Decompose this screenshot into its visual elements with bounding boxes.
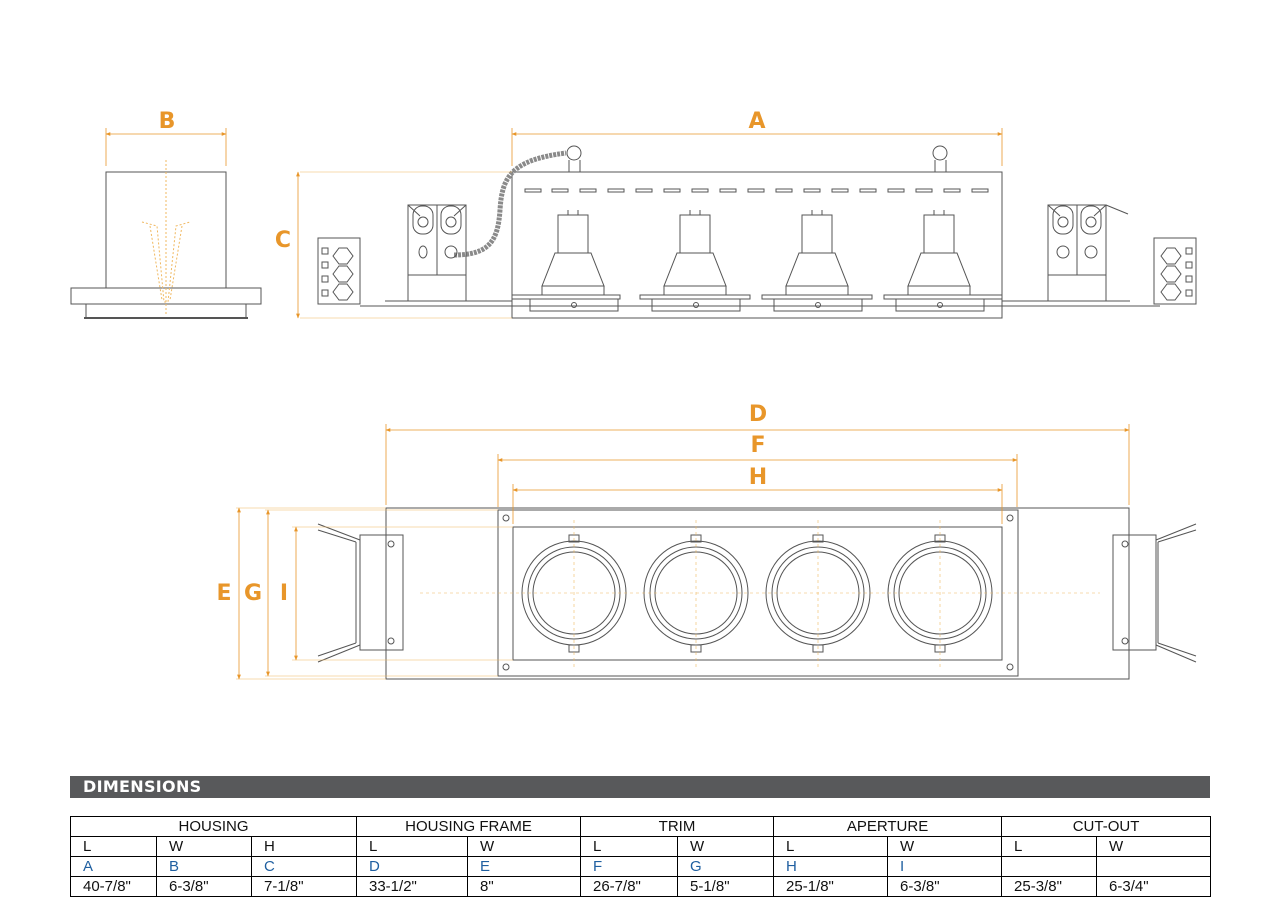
bar-hanger-right [1153, 237, 1197, 305]
dimension-e-g-i: E G I [216, 507, 513, 680]
label-i: I [280, 581, 288, 606]
plan-bracket-left [317, 523, 404, 663]
lamp-module [761, 210, 873, 312]
letter-cell: E [467, 856, 581, 877]
letter-cell: F [580, 856, 678, 877]
letter-cell: C [251, 856, 357, 877]
junction-box-left [407, 204, 467, 302]
letter-cell: B [156, 856, 252, 877]
letter-cell: G [676, 856, 775, 877]
label-f: F [750, 433, 765, 458]
value-cell: 40-7/8" [70, 876, 157, 897]
subheader-cell: W [676, 836, 775, 857]
subheader-cell: L [580, 836, 678, 857]
label-d: D [749, 402, 767, 427]
group-trim: TRIM [579, 816, 775, 837]
label-h: H [749, 465, 767, 490]
dimensions-header: DIMENSIONS [70, 776, 1210, 798]
dimension-d: D [385, 402, 1130, 505]
side-view [70, 160, 262, 319]
table-letter-row: A B C D E F G H I [70, 856, 1212, 877]
plan-aperture [512, 526, 1003, 661]
subheader-cell: L [70, 836, 157, 857]
plan-housing-frame [385, 507, 1130, 680]
dimension-c: C [275, 171, 512, 319]
label-e: E [216, 581, 231, 606]
subheader-cell: W [1096, 836, 1212, 857]
subheader-cell: W [467, 836, 581, 857]
lamp-module [639, 210, 751, 312]
value-cell: 26-7/8" [580, 876, 678, 897]
letter-cell: D [356, 856, 468, 877]
plan-view [317, 507, 1197, 680]
front-housing [511, 171, 1003, 319]
dimension-f: F [497, 433, 1018, 507]
value-cell: 6-3/4" [1096, 876, 1212, 897]
junction-box-right [1047, 204, 1129, 302]
letter-cell: H [773, 856, 889, 877]
value-cell: 6-3/8" [887, 876, 1003, 897]
value-cell: 7-1/8" [251, 876, 357, 897]
table-subheader-row: L W H L W L W L W L W [70, 836, 1212, 857]
label-c: C [275, 228, 291, 253]
group-cut-out: CUT-OUT [1001, 816, 1212, 837]
subheader-cell: L [356, 836, 468, 857]
group-housing-frame: HOUSING FRAME [356, 816, 581, 837]
value-cell: 5-1/8" [676, 876, 775, 897]
subheader-cell: H [251, 836, 357, 857]
subheader-cell: W [156, 836, 252, 857]
label-a: A [748, 109, 765, 134]
subheader-cell: L [773, 836, 889, 857]
table-group-row: HOUSING HOUSING FRAME TRIM APERTURE CUT-… [70, 816, 1212, 837]
letter-cell [1001, 856, 1098, 877]
subheader-cell: W [887, 836, 1003, 857]
letter-cell [1096, 856, 1212, 877]
lamp-module [511, 210, 621, 312]
value-cell: 33-1/2" [356, 876, 468, 897]
dimension-h: H [512, 465, 1003, 524]
vent-slots [524, 188, 989, 193]
table-value-row: 40-7/8" 6-3/8" 7-1/8" 33-1/2" 8" 26-7/8"… [70, 876, 1212, 897]
value-cell: 6-3/8" [156, 876, 252, 897]
side-reflector-ghost [141, 160, 191, 314]
bar-hanger-left [317, 237, 361, 305]
plan-bracket-right [1112, 523, 1197, 663]
dimension-b: B [105, 109, 227, 166]
value-cell: 25-3/8" [1001, 876, 1098, 897]
subheader-cell: L [1001, 836, 1098, 857]
label-g: G [244, 581, 262, 606]
knob-left [566, 145, 582, 161]
group-aperture: APERTURE [773, 816, 1003, 837]
technical-drawing: B [70, 109, 1197, 680]
lamp-module [883, 210, 1003, 312]
knob-right [932, 145, 948, 161]
flex-conduit [453, 150, 567, 258]
dimensions-table: HOUSING HOUSING FRAME TRIM APERTURE CUT-… [70, 816, 1212, 897]
letter-cell: I [887, 856, 1003, 877]
front-view [317, 145, 1197, 319]
letter-cell: A [70, 856, 157, 877]
dimension-a: A [511, 109, 1003, 166]
value-cell: 8" [467, 876, 581, 897]
label-b: B [159, 109, 176, 134]
group-housing: HOUSING [70, 816, 357, 837]
value-cell: 25-1/8" [773, 876, 889, 897]
